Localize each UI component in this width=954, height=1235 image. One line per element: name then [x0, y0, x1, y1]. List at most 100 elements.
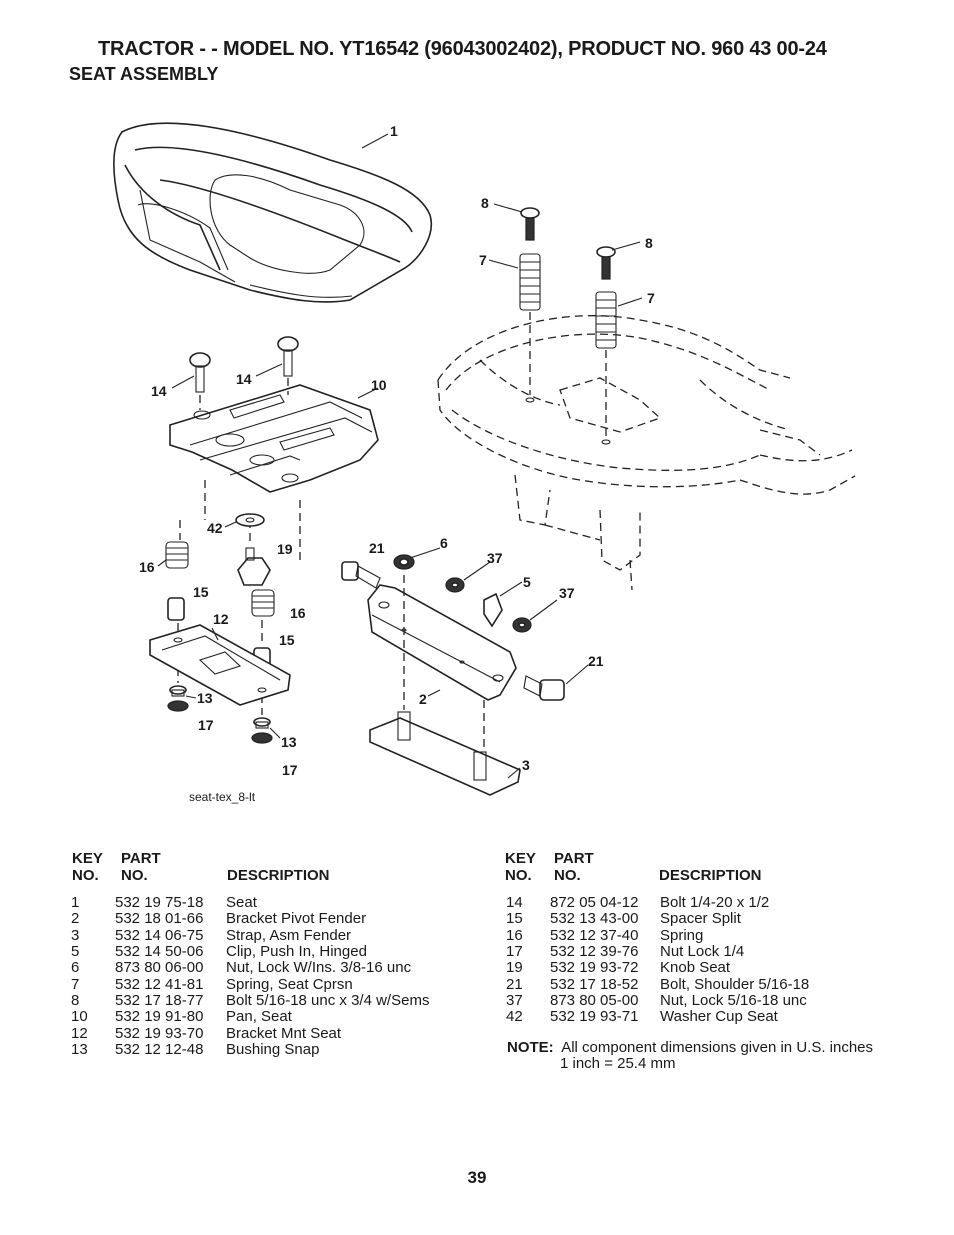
- callout-42: 42: [207, 520, 223, 536]
- bracket-mount-seat: [149, 624, 291, 706]
- part-description: Knob Seat: [660, 959, 731, 977]
- callout-19: 19: [277, 541, 293, 557]
- callout-14: 14: [151, 383, 167, 399]
- part-key-number: 16: [506, 926, 523, 944]
- col-key-header-2: NO.: [505, 867, 532, 884]
- callout-17: 17: [282, 762, 298, 778]
- part-description: Nut, Lock 5/16-18 unc: [660, 992, 807, 1010]
- callout-17: 17: [198, 717, 214, 733]
- part-key-number: 42: [506, 1008, 523, 1026]
- part-description: Bolt 1/4-20 x 1/2: [660, 894, 770, 911]
- callout-8: 8: [481, 195, 489, 211]
- diagram-reference: seat-tex_8-lt: [189, 790, 256, 804]
- part-description: Bracket Pivot Fender: [226, 910, 367, 928]
- callout-5: 5: [523, 574, 531, 590]
- part-key-number: 37: [506, 992, 523, 1010]
- callout-8: 8: [645, 235, 653, 251]
- part-number: 873 80 06-00: [115, 959, 204, 977]
- part-key-number: 13: [71, 1041, 88, 1059]
- note-line-1: All component dimensions given in U.S. i…: [561, 1039, 874, 1056]
- section-title: SEAT ASSEMBLY: [69, 64, 219, 84]
- part-number: 532 12 41-81: [115, 975, 204, 993]
- note-line-2: 1 inch = 25.4 mm: [560, 1055, 676, 1072]
- note-label: NOTE:: [507, 1039, 554, 1056]
- callout-10: 10: [371, 377, 387, 393]
- callout-15: 15: [193, 584, 209, 600]
- fender-outline: [437, 315, 856, 591]
- page-title: TRACTOR - - MODEL NO. YT16542 (960430024…: [98, 38, 827, 60]
- part-number: 873 80 05-00: [550, 992, 639, 1010]
- callout-1: 1: [390, 123, 398, 139]
- part-key-number: 1: [71, 894, 80, 911]
- col-part-header-2: NO.: [121, 867, 148, 884]
- part-description: Nut, Lock W/Ins. 3/8-16 unc: [226, 959, 412, 977]
- callout-37: 37: [559, 585, 575, 601]
- part-description: Spacer Split: [660, 910, 741, 928]
- part-key-number: 2: [71, 910, 80, 928]
- part-key-number: 21: [506, 975, 523, 993]
- part-description: Spring: [660, 926, 704, 944]
- part-number: 532 12 37-40: [550, 926, 639, 944]
- part-number: 872 05 04-12: [550, 894, 639, 911]
- part-description: Spring, Seat Cprsn: [226, 975, 353, 993]
- part-key-number: 14: [506, 894, 523, 911]
- callout-14: 14: [236, 371, 252, 387]
- part-key-number: 12: [71, 1024, 88, 1042]
- seat-pan-part: [169, 384, 379, 493]
- col-key-header-2: NO.: [72, 867, 99, 884]
- callout-21: 21: [588, 653, 604, 669]
- page-number: 39: [467, 1168, 487, 1187]
- callout-12: 12: [213, 611, 229, 627]
- col-part-header-2: NO.: [554, 867, 581, 884]
- part-key-number: 3: [71, 926, 80, 944]
- springs-7-bolts-8: [488, 203, 643, 440]
- part-number: 532 14 06-75: [115, 926, 204, 944]
- part-number: 532 19 93-72: [550, 959, 639, 977]
- part-description: Clip, Push In, Hinged: [226, 943, 367, 961]
- part-description: Washer Cup Seat: [660, 1008, 778, 1026]
- part-description: Bolt 5/16-18 unc x 3/4 w/Sems: [226, 992, 430, 1010]
- callout-21: 21: [369, 540, 385, 556]
- callout-6: 6: [440, 535, 448, 551]
- col-part-header-1: PART: [554, 850, 594, 867]
- col-description-header: DESCRIPTION: [659, 867, 762, 884]
- part-number: 532 12 39-76: [550, 943, 639, 961]
- part-description: Seat: [226, 894, 257, 911]
- part-number: 532 19 91-80: [115, 1008, 204, 1026]
- part-number: 532 19 75-18: [115, 894, 204, 911]
- seat-part: [113, 122, 433, 303]
- part-description: Nut Lock 1/4: [660, 943, 745, 961]
- part-key-number: 6: [71, 959, 80, 977]
- carriage-bolts-14: [171, 336, 299, 410]
- bracket-pivot-fender-assembly: [341, 547, 589, 796]
- col-part-header-1: PART: [121, 850, 161, 867]
- part-description: Pan, Seat: [226, 1008, 292, 1026]
- seat-assembly-diagram: 1 8 8 7 7 14 14 10 42 19 16 21 6 37 5 37…: [113, 122, 856, 804]
- part-number: 532 19 93-71: [550, 1008, 639, 1026]
- part-key-number: 17: [506, 943, 523, 961]
- callout-37: 37: [487, 550, 503, 566]
- callout-13: 13: [197, 690, 213, 706]
- part-key-number: 8: [71, 992, 80, 1010]
- callout-2: 2: [419, 691, 427, 707]
- part-number: 532 17 18-77: [115, 992, 204, 1010]
- part-key-number: 19: [506, 959, 523, 977]
- part-key-number: 7: [71, 975, 80, 993]
- callout-15: 15: [279, 632, 295, 648]
- callout-16: 16: [139, 559, 155, 575]
- part-description: Bushing Snap: [226, 1041, 320, 1059]
- part-key-number: 15: [506, 910, 523, 928]
- callout-13: 13: [281, 734, 297, 750]
- part-number: 532 17 18-52: [550, 975, 639, 993]
- part-key-number: 5: [71, 943, 80, 961]
- nuts-bushings-13-17: [167, 685, 281, 744]
- part-number: 532 13 43-00: [550, 910, 639, 928]
- col-key-header-1: KEY: [505, 850, 536, 867]
- part-description: Strap, Asm Fender: [226, 926, 352, 944]
- part-number: 532 18 01-66: [115, 910, 204, 928]
- part-number: 532 19 93-70: [115, 1024, 204, 1042]
- col-key-header-1: KEY: [72, 850, 103, 867]
- callout-7: 7: [479, 252, 487, 268]
- callout-3: 3: [522, 757, 530, 773]
- part-number: 532 12 12-48: [115, 1041, 204, 1059]
